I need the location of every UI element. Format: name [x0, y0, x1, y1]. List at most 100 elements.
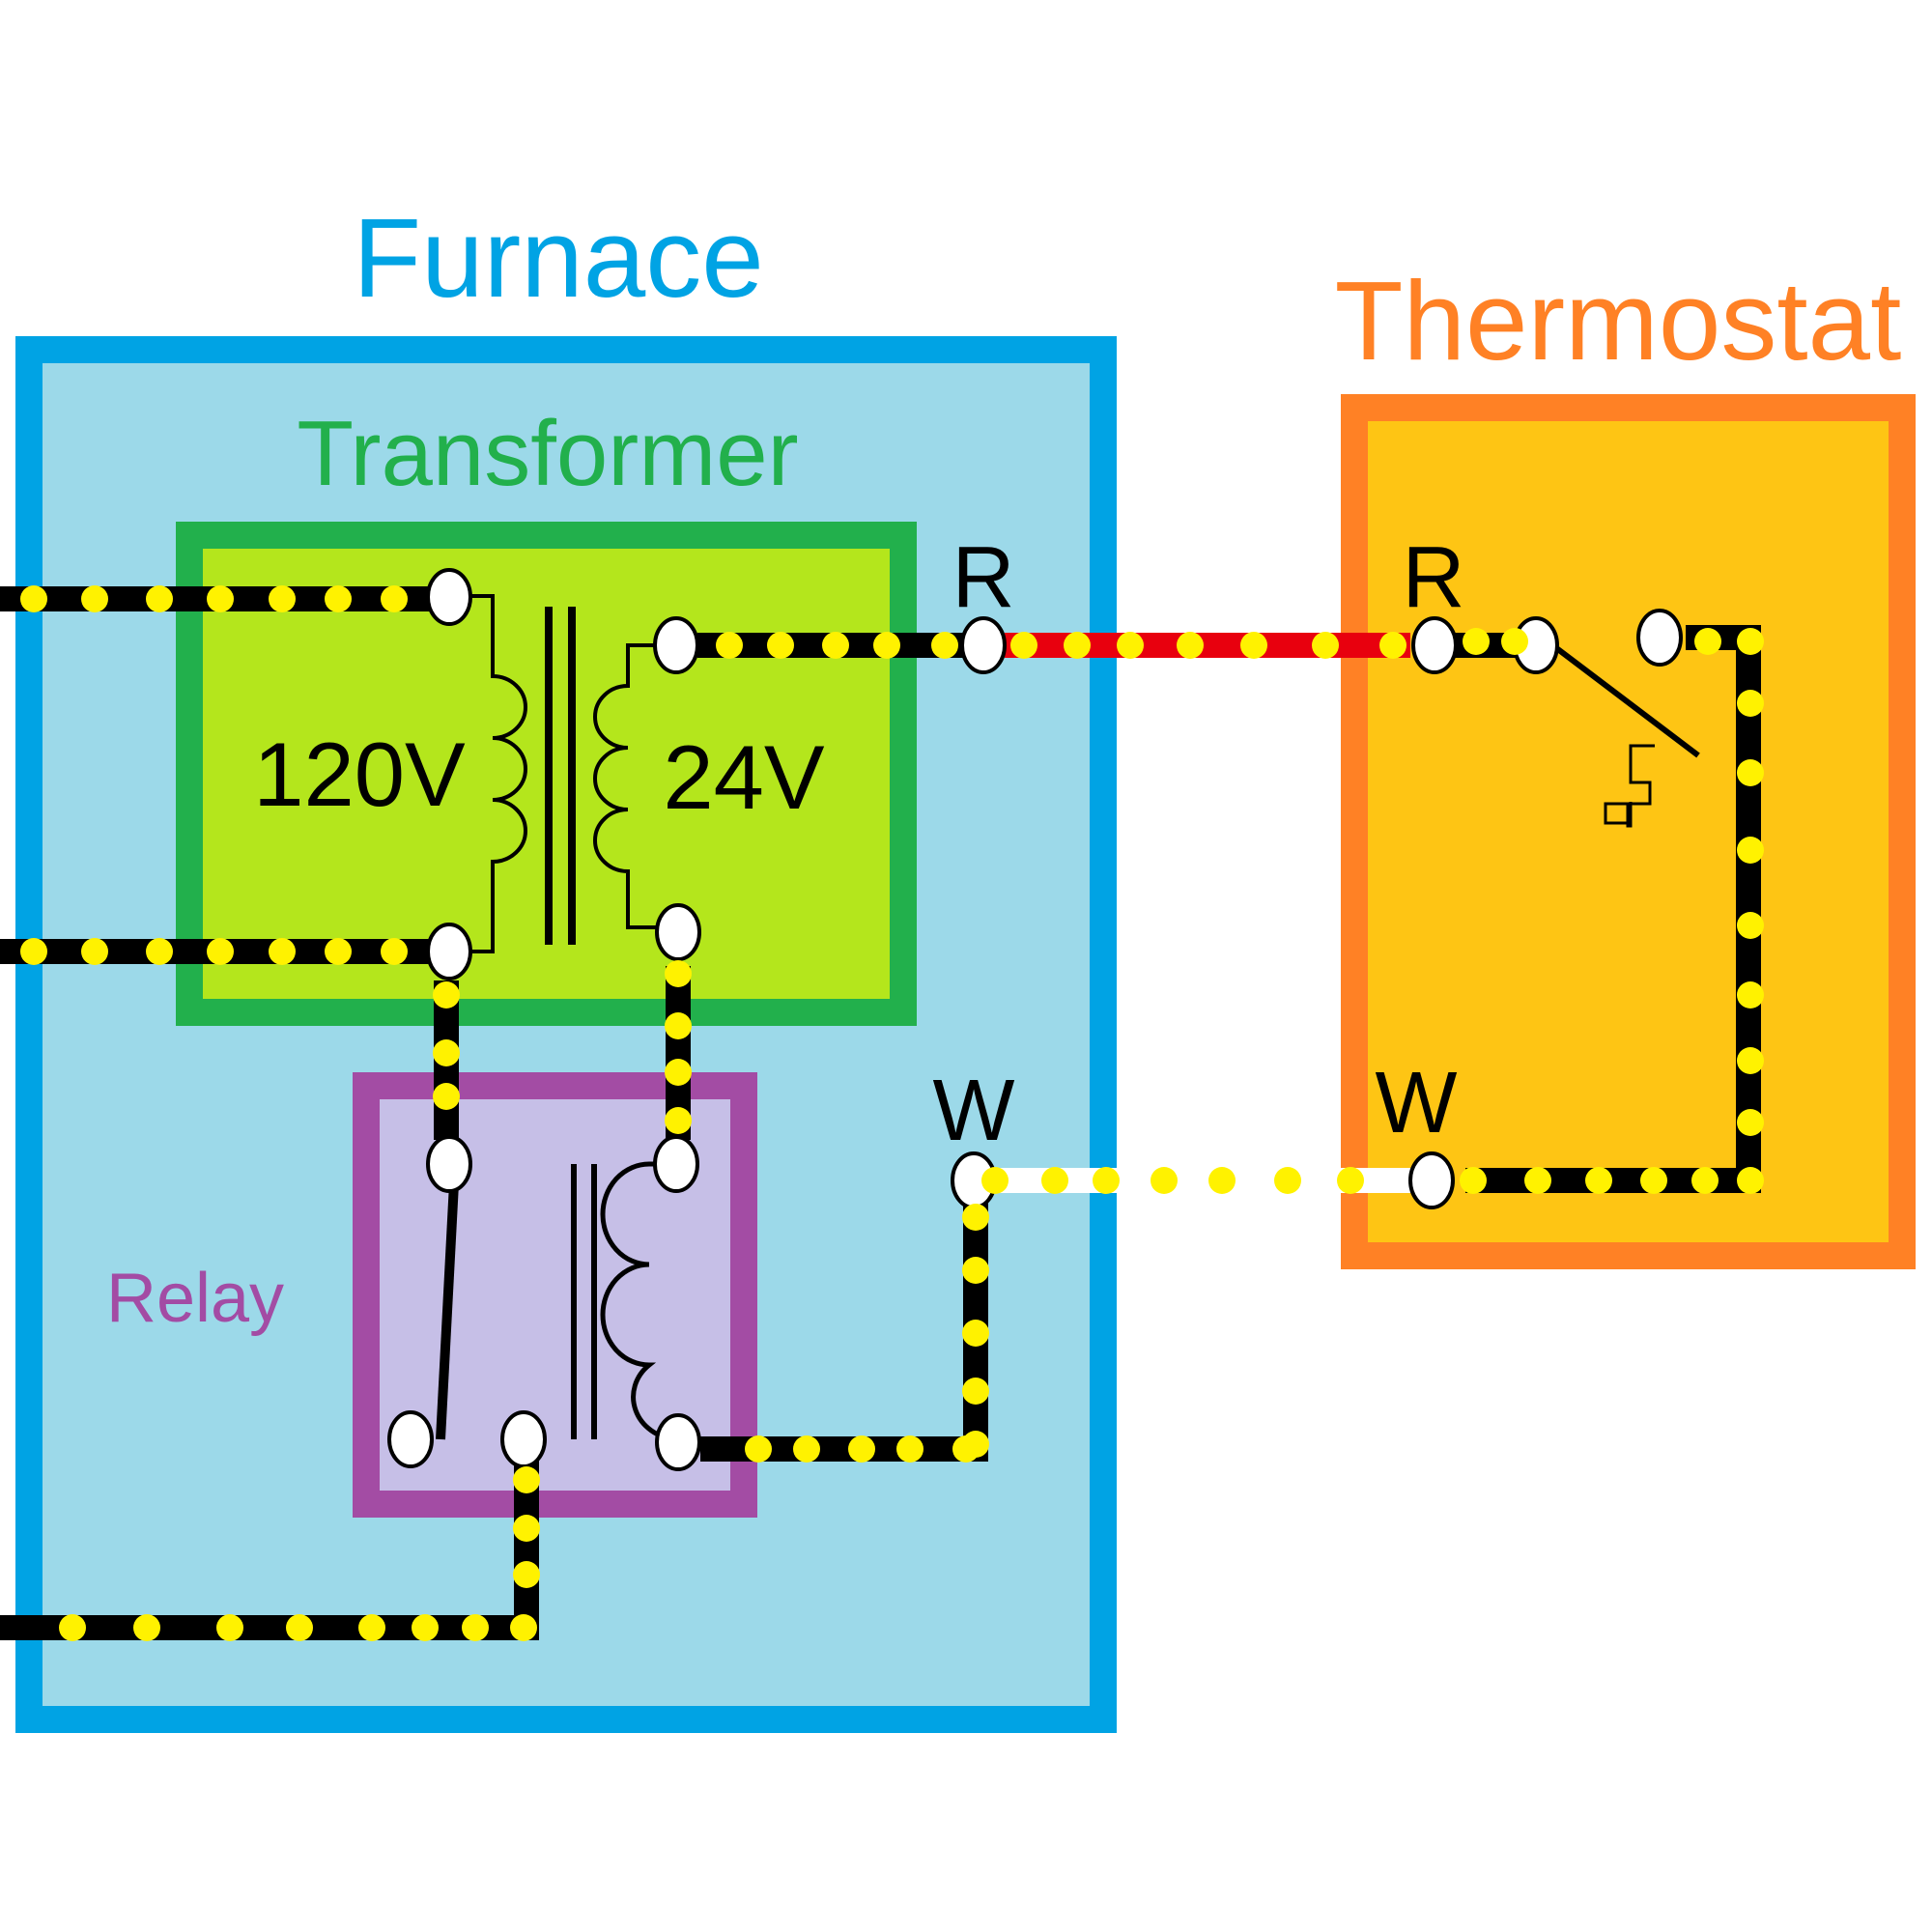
- thermostat-r-terminal-label: R: [1403, 529, 1465, 626]
- current-dot: [1312, 632, 1339, 659]
- transformer-label: Transformer: [297, 402, 798, 505]
- current-dot: [462, 1614, 489, 1641]
- current-dot: [325, 585, 352, 612]
- relay-common-terminal: [426, 1135, 472, 1193]
- relay-coil: [600, 1161, 677, 1442]
- current-dot: [1737, 759, 1764, 786]
- current-dot: [81, 585, 108, 612]
- thermostat-label: Thermostat: [1335, 258, 1902, 384]
- current-dot: [1117, 632, 1144, 659]
- current-dot: [1501, 628, 1528, 655]
- current-dot: [1737, 837, 1764, 864]
- current-dot: [269, 585, 296, 612]
- relay-nc-terminal: [500, 1410, 547, 1468]
- current-dot: [412, 1614, 439, 1641]
- furnace-w-terminal-label: W: [933, 1063, 1015, 1159]
- furnace-r-terminal: [960, 616, 1007, 674]
- current-dot: [931, 632, 958, 659]
- current-dot: [146, 938, 173, 965]
- current-dot: [433, 1039, 460, 1066]
- current-dot: [716, 632, 743, 659]
- current-dot: [269, 938, 296, 965]
- current-dot: [358, 1614, 385, 1641]
- current-dot: [873, 632, 900, 659]
- current-dot: [848, 1435, 875, 1463]
- secondary-voltage-label: 24V: [663, 726, 825, 828]
- current-dot: [665, 1012, 692, 1039]
- current-dot: [1737, 628, 1764, 655]
- current-dot: [1337, 1167, 1364, 1194]
- current-dot: [1737, 981, 1764, 1009]
- current-dot: [81, 938, 108, 965]
- thermostat-switch: [1553, 644, 1700, 828]
- current-dot: [325, 938, 352, 965]
- current-dot: [962, 1378, 989, 1405]
- transformer-primary-bottom-terminal: [426, 923, 472, 980]
- current-flow-dots: [20, 585, 1764, 1641]
- current-dot: [433, 981, 460, 1009]
- thermostat-w-terminal: [1408, 1151, 1455, 1209]
- furnace-r-terminal-label: R: [952, 529, 1015, 626]
- relay-label: Relay: [106, 1260, 284, 1337]
- current-dot: [513, 1515, 540, 1542]
- thermostat-switch-arm: [1553, 644, 1700, 758]
- current-dot: [59, 1614, 86, 1641]
- current-dot: [1460, 1167, 1487, 1194]
- relay-symbol: [436, 1161, 677, 1442]
- current-dot: [286, 1614, 313, 1641]
- current-dot: [822, 632, 849, 659]
- transformer-primary-top-terminal: [426, 568, 472, 626]
- current-dot: [793, 1435, 820, 1463]
- current-dot: [510, 1614, 537, 1641]
- current-dot: [665, 1059, 692, 1086]
- current-dot: [207, 938, 234, 965]
- current-dot: [1694, 628, 1721, 655]
- current-dot: [1737, 1167, 1764, 1194]
- current-dot: [745, 1435, 772, 1463]
- current-dot: [1274, 1167, 1301, 1194]
- current-dot: [1064, 632, 1091, 659]
- current-dot: [513, 1561, 540, 1588]
- relay-contact-arm: [436, 1182, 459, 1440]
- current-dot: [1737, 690, 1764, 717]
- current-dot: [981, 1167, 1009, 1194]
- primary-voltage-label: 120V: [253, 724, 466, 825]
- current-dot: [962, 1204, 989, 1231]
- current-dot: [1640, 1167, 1667, 1194]
- current-dot: [962, 1320, 989, 1347]
- current-dot: [216, 1614, 243, 1641]
- relay-coil-top-terminal: [653, 1135, 699, 1193]
- current-dot: [1041, 1167, 1068, 1194]
- current-dot: [952, 1435, 980, 1463]
- current-dot: [1737, 912, 1764, 939]
- current-dot: [1240, 632, 1267, 659]
- bimetal-element-icon: [1604, 744, 1655, 828]
- thermostat-switch-right-terminal: [1636, 609, 1683, 667]
- current-dot: [1151, 1167, 1178, 1194]
- current-dot: [433, 1083, 460, 1110]
- furnace-label: Furnace: [353, 195, 764, 321]
- current-dot: [896, 1435, 923, 1463]
- current-dot: [513, 1466, 540, 1493]
- current-dot: [1093, 1167, 1120, 1194]
- transformer-symbol: [462, 594, 662, 953]
- relay-coil-bottom-terminal: [655, 1413, 701, 1471]
- current-dot: [665, 1107, 692, 1134]
- thermostat-w-terminal-label: W: [1376, 1055, 1458, 1151]
- current-dot: [1585, 1167, 1612, 1194]
- current-dot: [1691, 1167, 1719, 1194]
- current-dot: [1177, 632, 1204, 659]
- current-dot: [207, 585, 234, 612]
- current-dot: [381, 585, 408, 612]
- current-dot: [665, 960, 692, 987]
- thermostat-box: [1341, 394, 1916, 1269]
- secondary-coil: [593, 643, 662, 929]
- current-dot: [1737, 1109, 1764, 1136]
- current-dot: [1208, 1167, 1236, 1194]
- current-dot: [20, 938, 47, 965]
- thermostat-r-terminal: [1411, 616, 1458, 674]
- current-dot: [1379, 632, 1406, 659]
- current-dot: [962, 1257, 989, 1284]
- current-dot: [20, 585, 47, 612]
